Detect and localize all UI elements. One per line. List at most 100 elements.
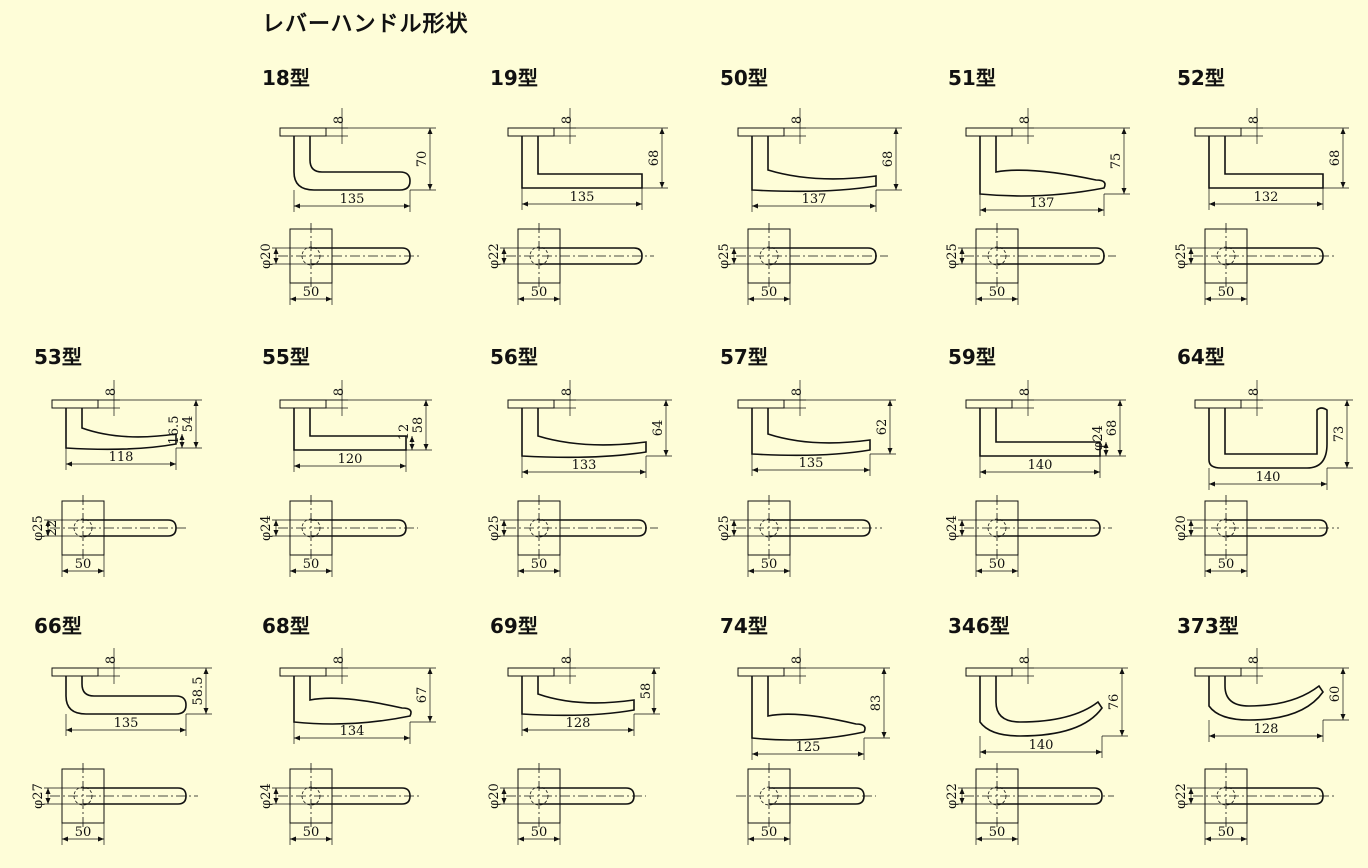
spindle-hole <box>73 786 93 806</box>
arrow-head <box>518 296 524 302</box>
spindle-hole <box>301 786 321 806</box>
arrow-head <box>663 450 669 456</box>
gap-dimension-label: 8 <box>790 656 805 664</box>
width-dimension-label: 50 <box>761 557 778 572</box>
arrow-head <box>193 400 199 406</box>
arrow-head <box>1340 714 1346 720</box>
spindle-hole <box>529 246 549 266</box>
rose-plate <box>965 127 1013 137</box>
arrow-head <box>881 732 887 738</box>
height-dimension-label: 73 <box>1332 426 1347 443</box>
arrow-head <box>522 727 528 733</box>
diameter-dimension-label: φ25 <box>945 243 960 269</box>
arrow-head <box>1188 520 1194 526</box>
height-dimension-label: 75 <box>1109 153 1124 170</box>
lever-side-outline <box>1208 407 1328 469</box>
arrow-head <box>554 836 560 842</box>
arrow-head <box>858 751 864 757</box>
gap-dimension-label: 8 <box>104 388 119 396</box>
secondary-dimension-label: φ24 <box>1091 425 1106 451</box>
diameter-dimension-label: φ24 <box>945 515 960 541</box>
length-dimension-label: 137 <box>1030 196 1055 211</box>
arrow-head <box>640 469 646 475</box>
arrow-head <box>784 296 790 302</box>
gap-dimension-label: 8 <box>1247 116 1262 124</box>
arrow-head <box>501 788 507 794</box>
height-dimension-label: 83 <box>869 695 884 712</box>
arrow-head <box>98 568 104 574</box>
model-label-19: 19型 <box>490 66 538 90</box>
spindle-hole <box>1216 246 1236 266</box>
arrow-head <box>66 461 72 467</box>
lever-top-outline <box>539 787 635 805</box>
height-dimension-label: 54 <box>181 416 196 433</box>
arrow-head <box>427 716 433 722</box>
arrow-head <box>180 727 186 733</box>
diameter-dimension-label: φ25 <box>1174 243 1189 269</box>
height-dimension-label: 68 <box>647 150 662 167</box>
spindle-hole <box>529 518 549 538</box>
gap-dimension-label: 8 <box>560 656 575 664</box>
arrow-head <box>1119 730 1125 736</box>
arrow-head <box>1209 733 1215 739</box>
rose-plate <box>1194 399 1242 409</box>
lever-top-outline <box>83 787 187 805</box>
arrow-head <box>1241 296 1247 302</box>
arrow-head <box>1205 568 1211 574</box>
rose-plate <box>507 127 555 137</box>
arrow-head <box>1209 481 1215 487</box>
arrow-head <box>273 798 279 804</box>
diameter-dimension-label: φ24 <box>259 515 274 541</box>
arrow-head <box>980 469 986 475</box>
gap-dimension-label: 8 <box>104 656 119 664</box>
spindle-hole <box>759 246 779 266</box>
arrow-head <box>294 463 300 469</box>
arrow-head <box>409 444 415 450</box>
lever-side-outline <box>521 408 647 459</box>
lever-top-outline <box>83 519 177 537</box>
length-dimension-label: 125 <box>796 740 821 755</box>
lever-side-outline <box>521 676 635 717</box>
arrow-head <box>959 258 965 264</box>
arrow-head <box>1188 258 1194 264</box>
spindle-hole <box>301 518 321 538</box>
arrow-head <box>501 248 507 254</box>
arrow-head <box>501 530 507 536</box>
arrow-head <box>663 400 669 406</box>
arrow-head <box>1205 296 1211 302</box>
lever-side-outline <box>979 408 1101 457</box>
length-dimension-label: 140 <box>1256 470 1281 485</box>
arrow-head <box>959 798 965 804</box>
gap-dimension-label: 8 <box>790 388 805 396</box>
arrow-head <box>1096 749 1102 755</box>
lever-side-outline <box>979 136 1106 197</box>
arrow-head <box>45 520 51 526</box>
height-dimension-label: 58 <box>411 417 426 434</box>
lever-side-outline <box>979 676 1103 737</box>
arrow-head <box>518 836 524 842</box>
arrow-head <box>66 727 72 733</box>
height-dimension-label: 62 <box>875 419 890 436</box>
lever-side-outline <box>751 408 871 457</box>
arrow-head <box>554 296 560 302</box>
arrow-head <box>959 530 965 536</box>
diameter-dimension-label: φ20 <box>487 783 502 809</box>
lever-top-outline <box>769 519 871 537</box>
gap-dimension-label: 8 <box>332 388 347 396</box>
lever-top-outline <box>311 519 407 537</box>
arrow-head <box>651 668 657 674</box>
lever-side-outline <box>1208 136 1324 189</box>
arrow-head <box>518 568 524 574</box>
arrow-head <box>1012 568 1018 574</box>
spindle-hole <box>1216 786 1236 806</box>
diameter-dimension-label: φ22 <box>945 783 960 809</box>
arrow-head <box>501 258 507 264</box>
arrow-head <box>980 749 986 755</box>
